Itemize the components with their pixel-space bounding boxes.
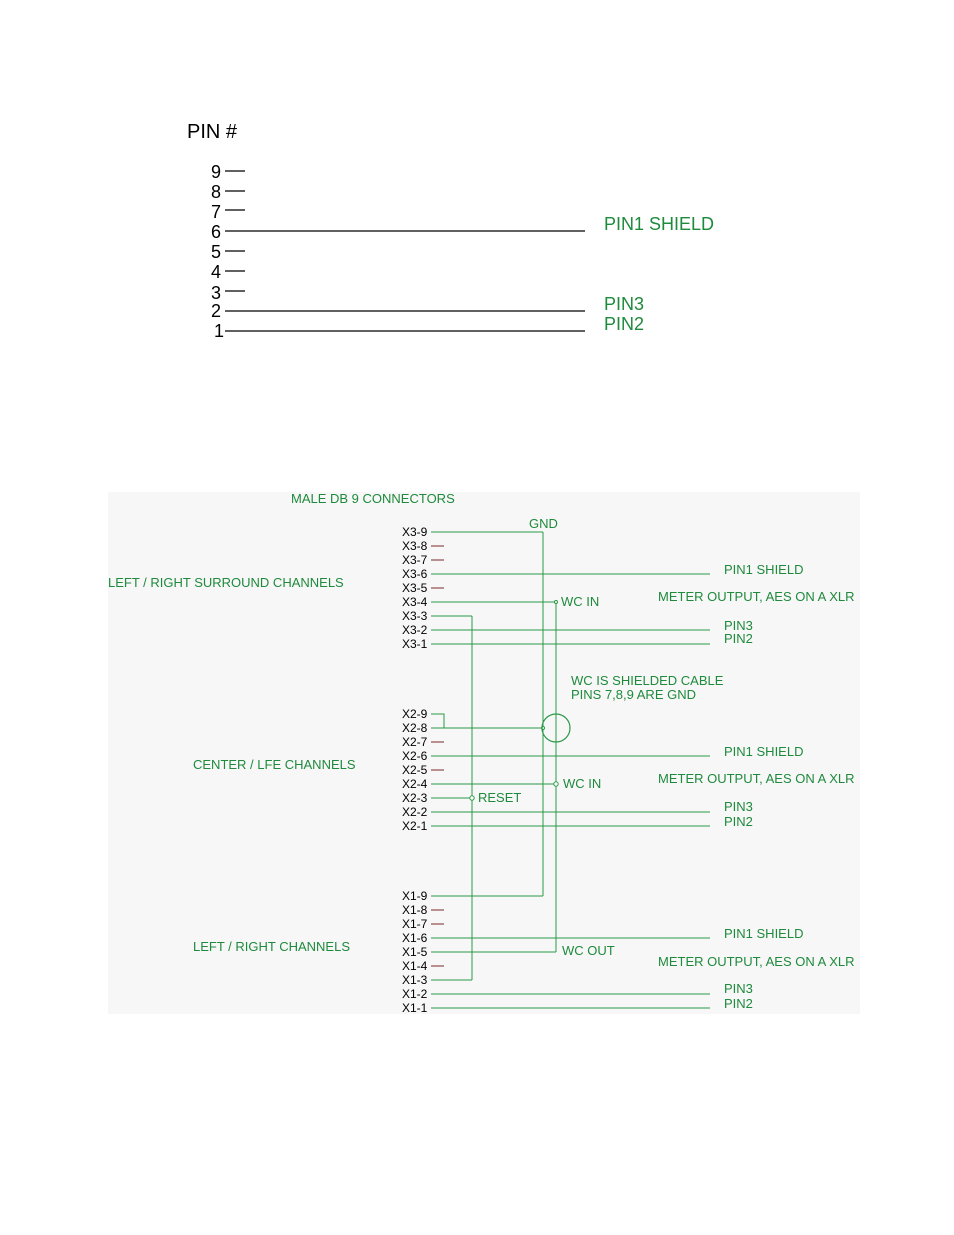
meter-label-x3: METER OUTPUT, AES ON A XLR [658,589,855,604]
pinout-label-pin2: PIN2 [604,314,644,334]
wires-x1 [431,895,710,1009]
wc-label-x1: WC OUT [562,943,615,958]
group-name-x2: CENTER / LFE CHANNELS [193,757,356,772]
pin-label-x1-5: X1-5 [402,945,428,959]
meter-label-x2: METER OUTPUT, AES ON A XLR [658,771,855,786]
pinout-pin-5: 5 [211,242,221,262]
pin3-label-x1: PIN3 [724,981,753,996]
pin-label-x3-2: X3-2 [402,623,428,637]
wc-label-x2: WC IN [563,776,601,791]
junction-dots [469,600,559,801]
pin-label-x1-2: X1-2 [402,987,428,1001]
shield-label-x2: PIN1 SHIELD [724,744,803,759]
pin-label-x2-9: X2-9 [402,707,428,721]
pinout-pin-8: 8 [211,182,221,202]
wiring-background [108,492,860,1014]
pin-label-x3-9: X3-9 [402,525,428,539]
pin-label-x2-5: X2-5 [402,763,428,777]
pin-label-x1-1: X1-1 [402,1001,428,1015]
pinout-pin-9: 9 [211,162,221,182]
pin-label-x3-8: X3-8 [402,539,428,553]
pinout-pin-2: 2 [211,301,221,321]
group-name-x1: LEFT / RIGHT CHANNELS [193,939,350,954]
pin-label-x1-7: X1-7 [402,917,428,931]
pin-label-x2-4: X2-4 [402,777,428,791]
pinout-diagram: PIN # 9 8 7 6 5 4 3 2 1 PIN1 SHIELD PIN3… [187,121,714,341]
pin-label-x1-8: X1-8 [402,903,428,917]
pin-label-x3-7: X3-7 [402,553,428,567]
pin-label-x1-9: X1-9 [402,889,428,903]
connector-group-x3: LEFT / RIGHT SURROUND CHANNELS X3-9 X3-8… [108,525,855,651]
pin-label-x2-2: X2-2 [402,805,428,819]
pin-label-x2-3: X2-3 [402,791,428,805]
wiring-title: MALE DB 9 CONNECTORS [291,491,455,506]
pin-label-x1-6: X1-6 [402,931,428,945]
pinout-label-pin3: PIN3 [604,294,644,314]
pinout-pin-4: 4 [211,262,221,282]
pinout-label-shield: PIN1 SHIELD [604,214,714,234]
connector-group-x2: CENTER / LFE CHANNELS X2-9 X2-8 X2-7 X2-… [193,707,855,833]
wires-x2 [431,713,710,827]
pin-label-x2-7: X2-7 [402,735,428,749]
pin2-label-x3: PIN2 [724,631,753,646]
pin-label-x3-3: X3-3 [402,609,428,623]
pin-label-x2-8: X2-8 [402,721,428,735]
pinout-pin-6: 6 [211,222,221,242]
shield-note-1: WC IS SHIELDED CABLE [571,673,724,688]
pin3-label-x3: PIN3 [724,618,753,633]
wc-label-x3: WC IN [561,594,599,609]
pin-label-x3-5: X3-5 [402,581,428,595]
reset-label-x2: RESET [478,790,521,805]
meter-label-x1: METER OUTPUT, AES ON A XLR [658,954,855,969]
pin-label-x1-3: X1-3 [402,973,428,987]
pinout-title: PIN # [187,121,238,143]
gnd-label: GND [529,516,558,531]
connector-group-x1: LEFT / RIGHT CHANNELS X1-9 X1-8 X1-7 X1-… [193,889,855,1015]
pin3-label-x2: PIN3 [724,799,753,814]
pin-label-x1-4: X1-4 [402,959,428,973]
group-name-x3: LEFT / RIGHT SURROUND CHANNELS [108,575,344,590]
pin-label-x3-6: X3-6 [402,567,428,581]
pinout-pin-7: 7 [211,202,221,222]
pin-label-x2-6: X2-6 [402,749,428,763]
pinout-pin-3: 3 [211,283,221,303]
pin-label-x3-1: X3-1 [402,637,428,651]
pinout-pin-1: 1 [214,321,224,341]
pin2-label-x2: PIN2 [724,814,753,829]
pin2-label-x1: PIN2 [724,996,753,1011]
wires-x3 [431,531,710,645]
shield-label-x3: PIN1 SHIELD [724,562,803,577]
shielded-cable-symbol [541,713,571,743]
shield-label-x1: PIN1 SHIELD [724,926,803,941]
shield-note-2: PINS 7,8,9 ARE GND [571,687,696,702]
pin-label-x2-1: X2-1 [402,819,428,833]
pin-label-x3-4: X3-4 [402,595,428,609]
